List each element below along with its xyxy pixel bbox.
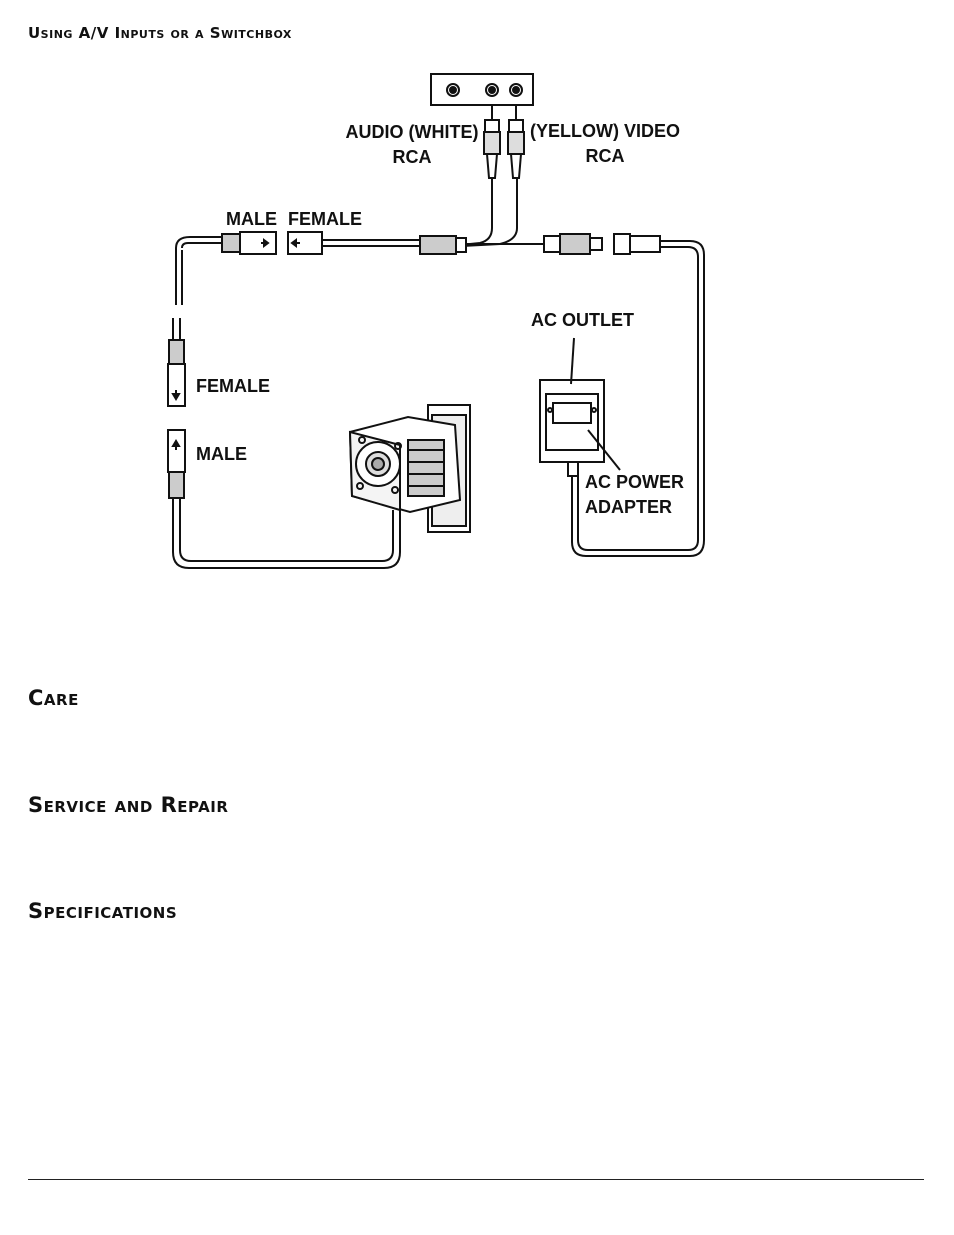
male-top-label: MALE bbox=[226, 209, 277, 229]
ac-outlet-label: AC OUTLET bbox=[531, 310, 634, 330]
specifications-heading: Specifications bbox=[28, 899, 178, 923]
cable-connector-icon bbox=[221, 231, 467, 255]
camera-icon bbox=[348, 404, 471, 533]
ac-power-label: AC POWER bbox=[585, 472, 684, 492]
audio-rca-label: RCA bbox=[393, 147, 432, 167]
connection-diagram: AUDIO (WHITE) RCA (YELLOW) VIDEO RCA MAL… bbox=[167, 73, 705, 569]
female-top-label: FEMALE bbox=[288, 209, 362, 229]
care-heading: Care bbox=[28, 686, 79, 710]
footer-divider bbox=[28, 1179, 924, 1180]
service-repair-heading: Service and Repair bbox=[28, 793, 229, 817]
female-left-label: FEMALE bbox=[196, 376, 270, 396]
video-label: (YELLOW) VIDEO bbox=[530, 121, 680, 141]
av-input-panel-icon bbox=[430, 73, 534, 106]
page-title: Using A/V Inputs or a Switchbox bbox=[28, 24, 292, 42]
adapter-label: ADAPTER bbox=[585, 497, 672, 517]
ac-adapter-icon bbox=[539, 337, 621, 477]
rca-plug-icon bbox=[483, 105, 525, 179]
male-left-label: MALE bbox=[196, 444, 247, 464]
audio-label: AUDIO (WHITE) bbox=[346, 122, 479, 142]
video-rca-label: RCA bbox=[586, 146, 625, 166]
